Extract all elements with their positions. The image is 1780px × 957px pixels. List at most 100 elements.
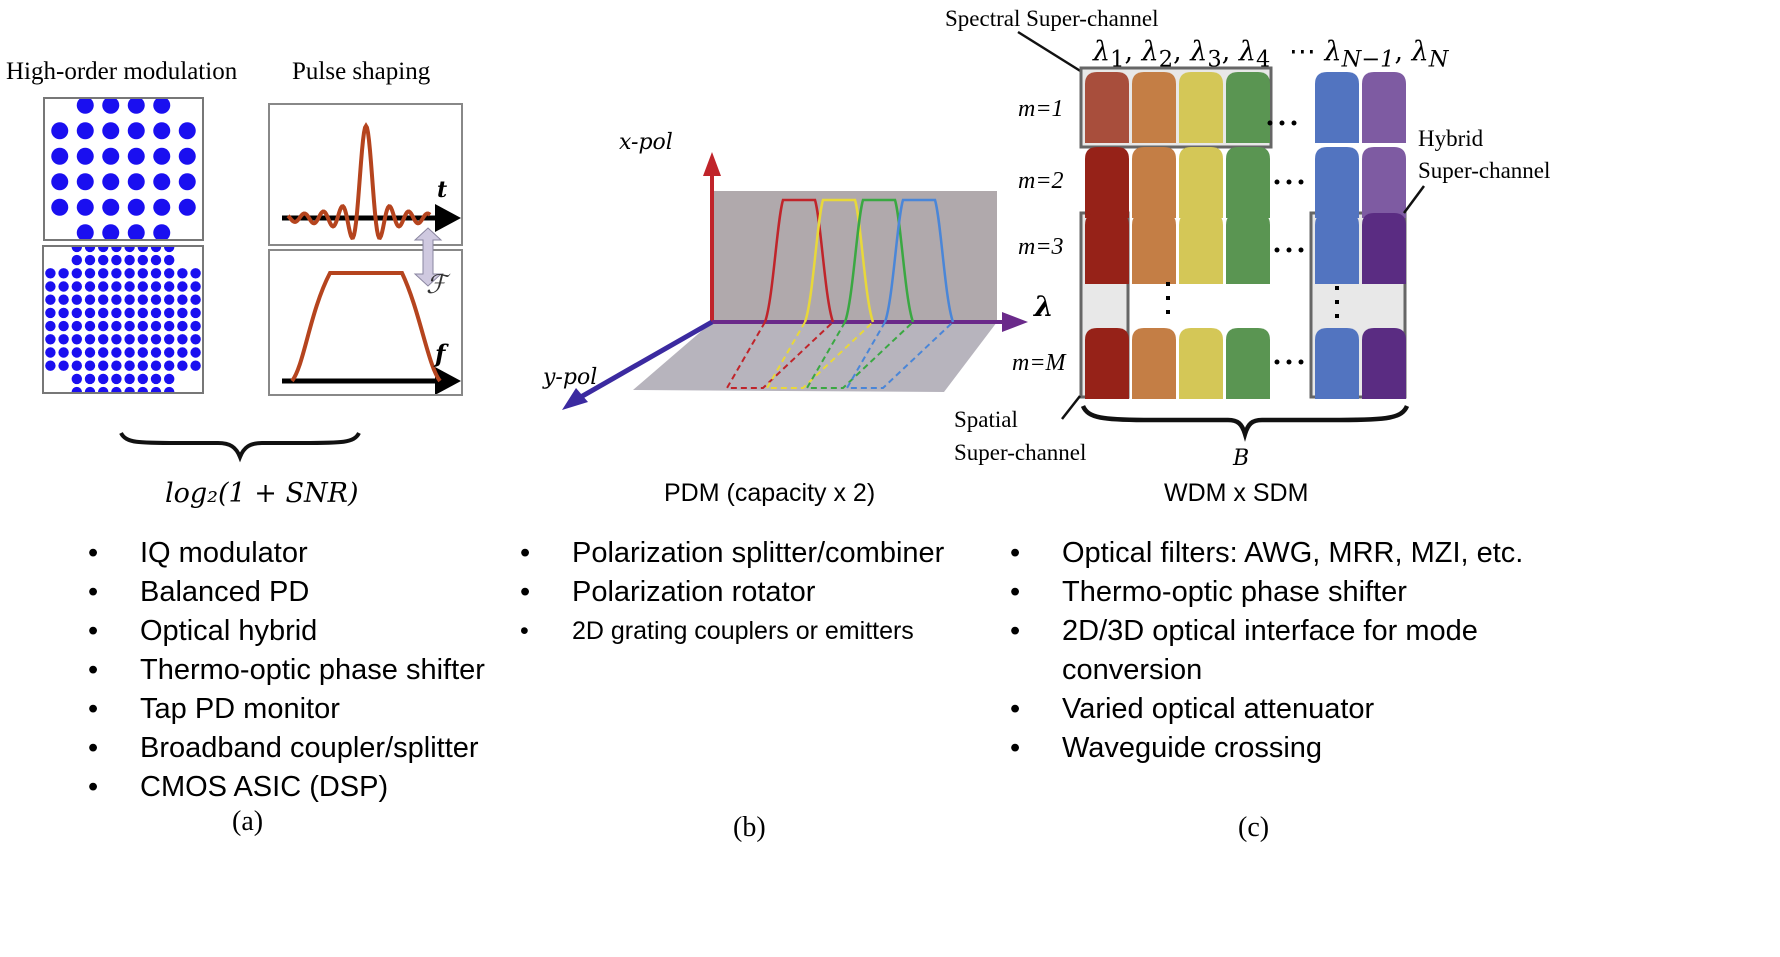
- constellation-point: [127, 173, 145, 191]
- constellation-point: [164, 347, 175, 358]
- constellation-point: [150, 254, 162, 266]
- constellation-point: [150, 281, 162, 292]
- constellation-point: [177, 334, 188, 345]
- constellation-point: [153, 147, 171, 165]
- constellation-point: [178, 173, 196, 191]
- channel-cell: [1085, 147, 1129, 218]
- constellation-point: [84, 360, 96, 371]
- constellation-point: [137, 373, 148, 385]
- raised-cosine-spectrum-curve: [290, 271, 442, 383]
- channel-cell: [1226, 147, 1270, 218]
- bullet-item: Polarization splitter/combiner: [520, 534, 944, 573]
- constellation-point: [71, 294, 82, 305]
- x-pol-channel-spectrum: [763, 198, 835, 323]
- constellation-point: [111, 281, 122, 292]
- constellation-point: [71, 373, 82, 385]
- constellation-point: [177, 294, 188, 305]
- constellation-point: [177, 268, 188, 279]
- constellation-point: [98, 386, 109, 398]
- constellation-point: [98, 281, 109, 292]
- bullet-item: CMOS ASIC (DSP): [88, 768, 485, 807]
- bullet-item: Varied optical attenuator: [1010, 690, 1523, 729]
- constellation-point: [137, 386, 148, 398]
- constellation-point: [111, 347, 122, 358]
- constellation-point: [127, 198, 145, 216]
- constellation-32qam: [43, 96, 204, 242]
- vertical-ellipsis-icons: [1166, 282, 1339, 318]
- y-pol-channel-spectrum: [805, 321, 914, 389]
- constellation-point: [164, 373, 175, 385]
- constellation-point: [98, 347, 109, 358]
- constellation-point: [190, 268, 201, 279]
- constellation-point: [98, 360, 109, 371]
- row-ellipsis-icons: [1267, 120, 1304, 365]
- constellation-point: [124, 294, 135, 305]
- constellation-point: [124, 373, 135, 385]
- constellation-point: [177, 281, 188, 292]
- lambda-sub: 4: [1256, 46, 1271, 73]
- constellation-point: [102, 224, 120, 242]
- channel-cell: [1085, 72, 1129, 143]
- y-pol-channel-spectrum: [725, 321, 834, 389]
- bandwidth-label: B: [1233, 446, 1250, 471]
- constellation-point: [150, 334, 162, 345]
- constellation-point: [71, 241, 82, 253]
- pulse-time-domain-box: t: [268, 103, 463, 246]
- constellation-point: [178, 122, 196, 140]
- constellation-point: [71, 320, 82, 332]
- row-label-mM: m=M: [1012, 350, 1066, 376]
- channel-cell: [1085, 328, 1129, 399]
- constellation-point: [58, 334, 69, 345]
- freq-axis-arrow-icon: [435, 367, 461, 395]
- y-pol-channel-spectrum: [765, 321, 874, 389]
- bullet-item: Balanced PD: [88, 573, 485, 612]
- constellation-point: [45, 281, 56, 292]
- constellation-point: [178, 147, 196, 165]
- pdm-caption: PDM (capacity x 2): [664, 479, 876, 507]
- brace-c: [1080, 404, 1410, 442]
- constellation-point: [190, 281, 201, 292]
- constellation-point: [164, 281, 175, 292]
- channel-cell: [1362, 72, 1406, 143]
- constellation-point: [124, 268, 135, 279]
- constellation-point: [58, 360, 69, 371]
- header-ellipsis: ⋯: [1288, 36, 1316, 67]
- constellation-point: [111, 268, 122, 279]
- x-pol-arrow-icon: [703, 152, 721, 176]
- constellation-point: [84, 373, 96, 385]
- constellation-point: [71, 360, 82, 371]
- constellation-point: [98, 373, 109, 385]
- modulation-title: High-order modulation: [6, 58, 238, 85]
- y-pol-arrow-icon: [562, 388, 588, 410]
- constellation-128qam-plot: [45, 241, 201, 398]
- channel-cell: [1085, 213, 1129, 284]
- bullet-item: Optical filters: AWG, MRR, MZI, etc.: [1010, 534, 1523, 573]
- constellation-point: [58, 320, 69, 332]
- constellation-point: [76, 198, 94, 216]
- constellation-point: [164, 307, 175, 319]
- lambda-label: λ: [1034, 290, 1054, 323]
- bullet-item: Broadband coupler/splitter: [88, 729, 485, 768]
- constellation-128qam: [42, 241, 204, 398]
- constellation-point: [153, 96, 171, 114]
- constellation-point: [178, 198, 196, 216]
- constellation-point: [124, 241, 135, 253]
- constellation-point: [58, 268, 69, 279]
- constellation-point: [98, 294, 109, 305]
- y-pol-channel-spectrum: [845, 321, 954, 389]
- bullet-item: Thermo-optic phase shifter: [1010, 573, 1523, 612]
- bullet-list-b: Polarization splitter/combiner Polarizat…: [520, 534, 944, 651]
- constellation-point: [71, 281, 82, 292]
- constellation-point: [137, 254, 148, 266]
- constellation-point: [177, 347, 188, 358]
- constellation-point: [71, 347, 82, 358]
- constellation-point: [137, 294, 148, 305]
- bullet-item: 2D/3D optical interface for mode convers…: [1010, 612, 1522, 690]
- constellation-point: [124, 281, 135, 292]
- constellation-point: [153, 122, 171, 140]
- channel-cell: [1179, 328, 1223, 399]
- constellation-point: [137, 320, 148, 332]
- wavelength-header: λ1, λ2, λ3, λ4 ⋯ λN−1, λN: [1093, 36, 1449, 73]
- row-label-m1: m=1: [1018, 96, 1064, 122]
- constellation-point: [102, 122, 120, 140]
